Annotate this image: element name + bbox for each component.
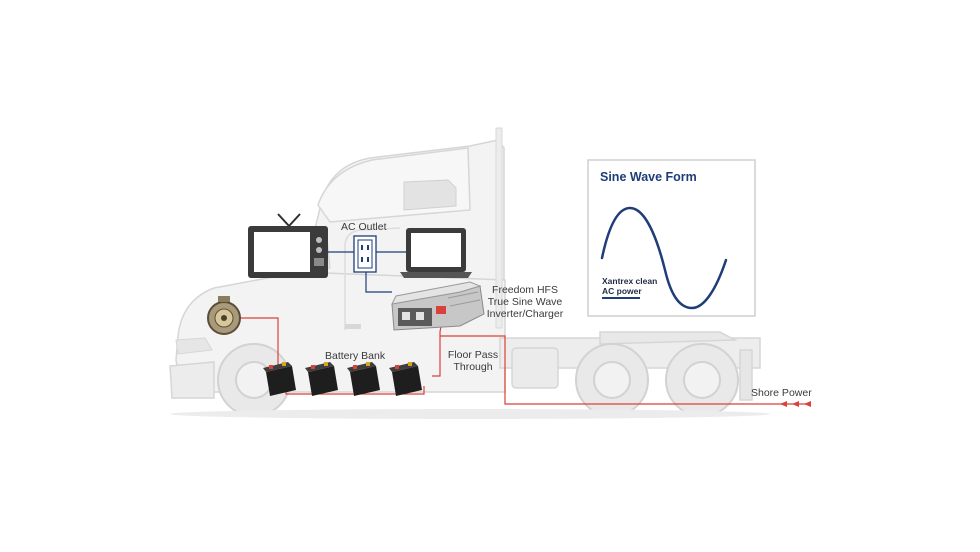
battery-bank — [263, 362, 422, 396]
battery-icon — [305, 362, 338, 396]
inverter-label-line2: True Sine Wave — [487, 296, 563, 308]
shore-power-arrows — [780, 401, 811, 407]
sine-wave-panel — [587, 159, 756, 317]
blue-ac-wiring — [326, 251, 406, 293]
shore-power-label: Shore Power — [751, 387, 812, 399]
sine-panel-legend: Xantrex clean AC power — [602, 276, 657, 296]
ac-outlet-icon — [353, 235, 377, 273]
battery-icon — [263, 362, 296, 396]
wheels — [217, 343, 739, 417]
inverter-label: Freedom HFS True Sine Wave Inverter/Char… — [482, 284, 568, 320]
battery-bank-label: Battery Bank — [325, 350, 386, 362]
floor-pass-line2: Through — [453, 361, 493, 373]
battery-icon — [347, 362, 380, 396]
tv-icon — [248, 213, 328, 278]
sine-wave-curve — [600, 206, 728, 310]
inverter-label-line3: Inverter/Charger — [486, 308, 564, 320]
ac-outlet-label: AC Outlet — [341, 221, 387, 233]
sine-legend-line2: AC power — [602, 286, 642, 296]
battery-icon — [389, 362, 422, 396]
alternator-icon — [207, 296, 241, 335]
floor-pass-line1: Floor Pass — [447, 349, 499, 361]
laptop-icon — [400, 228, 472, 278]
floor-pass-through-label: Floor Pass Through — [444, 349, 502, 373]
inverter-icon — [391, 281, 485, 331]
sine-panel-title: Sine Wave Form — [600, 170, 697, 184]
inverter-label-line1: Freedom HFS — [492, 284, 558, 296]
sine-legend-line1: Xantrex clean — [602, 276, 658, 286]
